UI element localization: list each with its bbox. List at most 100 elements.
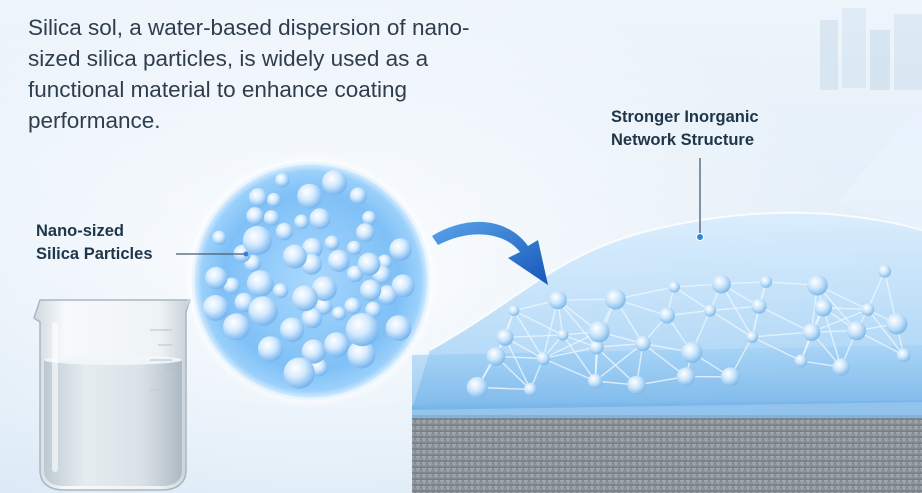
network-bond bbox=[752, 331, 812, 338]
network-bond bbox=[594, 342, 644, 382]
silica-particle bbox=[248, 296, 278, 326]
network-node bbox=[557, 329, 569, 341]
network-bond bbox=[673, 286, 711, 312]
silica-particle bbox=[347, 340, 376, 369]
network-node bbox=[523, 382, 537, 396]
network-bond bbox=[720, 283, 753, 338]
network-node bbox=[508, 305, 520, 317]
silica-particle bbox=[294, 214, 309, 230]
silica-particle bbox=[344, 297, 362, 315]
silica-particle bbox=[385, 315, 412, 341]
background-skyline bbox=[820, 8, 922, 90]
curved-arrow-icon bbox=[432, 221, 548, 285]
network-node bbox=[861, 303, 875, 316]
silica-particle bbox=[345, 313, 379, 347]
silica-particle bbox=[324, 332, 350, 358]
inorganic-network bbox=[466, 264, 911, 399]
silica-particles bbox=[202, 169, 415, 389]
network-node bbox=[759, 275, 773, 288]
silica-particle bbox=[360, 279, 382, 301]
network-bond bbox=[822, 307, 842, 368]
network-node bbox=[681, 341, 703, 363]
network-bond bbox=[867, 309, 905, 356]
silica-particle bbox=[275, 222, 294, 241]
network-node bbox=[807, 274, 828, 296]
network-node bbox=[605, 288, 626, 310]
silica-particle bbox=[357, 252, 381, 276]
network-node bbox=[627, 375, 646, 395]
label-network-structure-line2: Network Structure bbox=[611, 131, 755, 149]
silica-particle bbox=[391, 274, 415, 298]
silica-particle bbox=[324, 235, 340, 251]
label-nano-particles: Nano-sized Silica Particles bbox=[36, 220, 196, 266]
silica-particle bbox=[377, 285, 398, 305]
silica-particle bbox=[246, 270, 274, 297]
network-node bbox=[832, 358, 850, 376]
network-bond bbox=[811, 308, 869, 333]
silica-particle bbox=[283, 357, 315, 389]
network-bond bbox=[513, 310, 564, 336]
silica-particle bbox=[273, 283, 289, 299]
network-bond bbox=[504, 334, 563, 339]
network-node bbox=[466, 376, 488, 399]
network-node bbox=[635, 335, 651, 352]
silica-particle bbox=[362, 210, 377, 226]
network-node bbox=[751, 298, 767, 314]
silica-particle bbox=[322, 169, 347, 195]
silica-particle bbox=[202, 295, 229, 321]
network-node bbox=[587, 373, 603, 389]
network-node bbox=[703, 304, 717, 317]
network-node bbox=[668, 281, 680, 293]
network-bond bbox=[542, 346, 597, 360]
silica-particle bbox=[301, 339, 326, 364]
network-leader bbox=[696, 158, 704, 241]
silica-particle bbox=[301, 307, 323, 329]
network-node bbox=[802, 323, 821, 341]
silica-particle bbox=[246, 207, 264, 225]
silica-particle bbox=[279, 317, 305, 342]
intro-text: Silica sol, a water-based dispersion of … bbox=[28, 15, 470, 133]
silica-particle bbox=[223, 313, 250, 341]
network-bond bbox=[513, 310, 544, 359]
network-node bbox=[896, 348, 911, 363]
network-node bbox=[659, 307, 675, 324]
network-node bbox=[548, 290, 567, 310]
silica-particle bbox=[389, 238, 412, 261]
silica-particle bbox=[242, 225, 272, 256]
silica-particle bbox=[282, 244, 307, 269]
silica-particle bbox=[257, 336, 284, 362]
silica-particle bbox=[275, 173, 290, 188]
label-network-structure-line1: Stronger Inorganic bbox=[611, 108, 759, 126]
network-bond bbox=[504, 337, 532, 390]
silica-particle bbox=[297, 183, 323, 209]
network-node bbox=[721, 367, 740, 387]
silica-particle bbox=[347, 240, 362, 256]
network-bond bbox=[542, 357, 596, 382]
label-nano-particles-line1: Nano-sized bbox=[36, 222, 125, 240]
network-node bbox=[496, 328, 514, 346]
network-bond bbox=[751, 336, 802, 362]
network-node bbox=[486, 347, 506, 366]
network-node bbox=[878, 264, 892, 278]
network-node bbox=[794, 354, 808, 368]
particles-leader bbox=[176, 251, 249, 257]
label-nano-particles-line2: Silica Particles bbox=[36, 245, 153, 263]
network-bond bbox=[596, 342, 643, 348]
network-node bbox=[589, 339, 604, 355]
network-node bbox=[536, 351, 550, 366]
silica-particle bbox=[327, 249, 350, 272]
network-node bbox=[846, 321, 867, 341]
label-network-structure: Stronger Inorganic Network Structure bbox=[611, 106, 841, 152]
silica-particle bbox=[205, 266, 228, 290]
network-bond bbox=[562, 334, 596, 382]
silica-particle bbox=[223, 277, 240, 294]
silica-particle bbox=[355, 223, 375, 243]
network-node bbox=[885, 313, 908, 335]
network-bond bbox=[867, 271, 886, 310]
network-node bbox=[814, 298, 832, 317]
network-bond bbox=[709, 309, 753, 338]
silica-particle bbox=[349, 187, 367, 205]
silica-particle bbox=[332, 306, 347, 321]
silica-particle bbox=[291, 285, 318, 312]
